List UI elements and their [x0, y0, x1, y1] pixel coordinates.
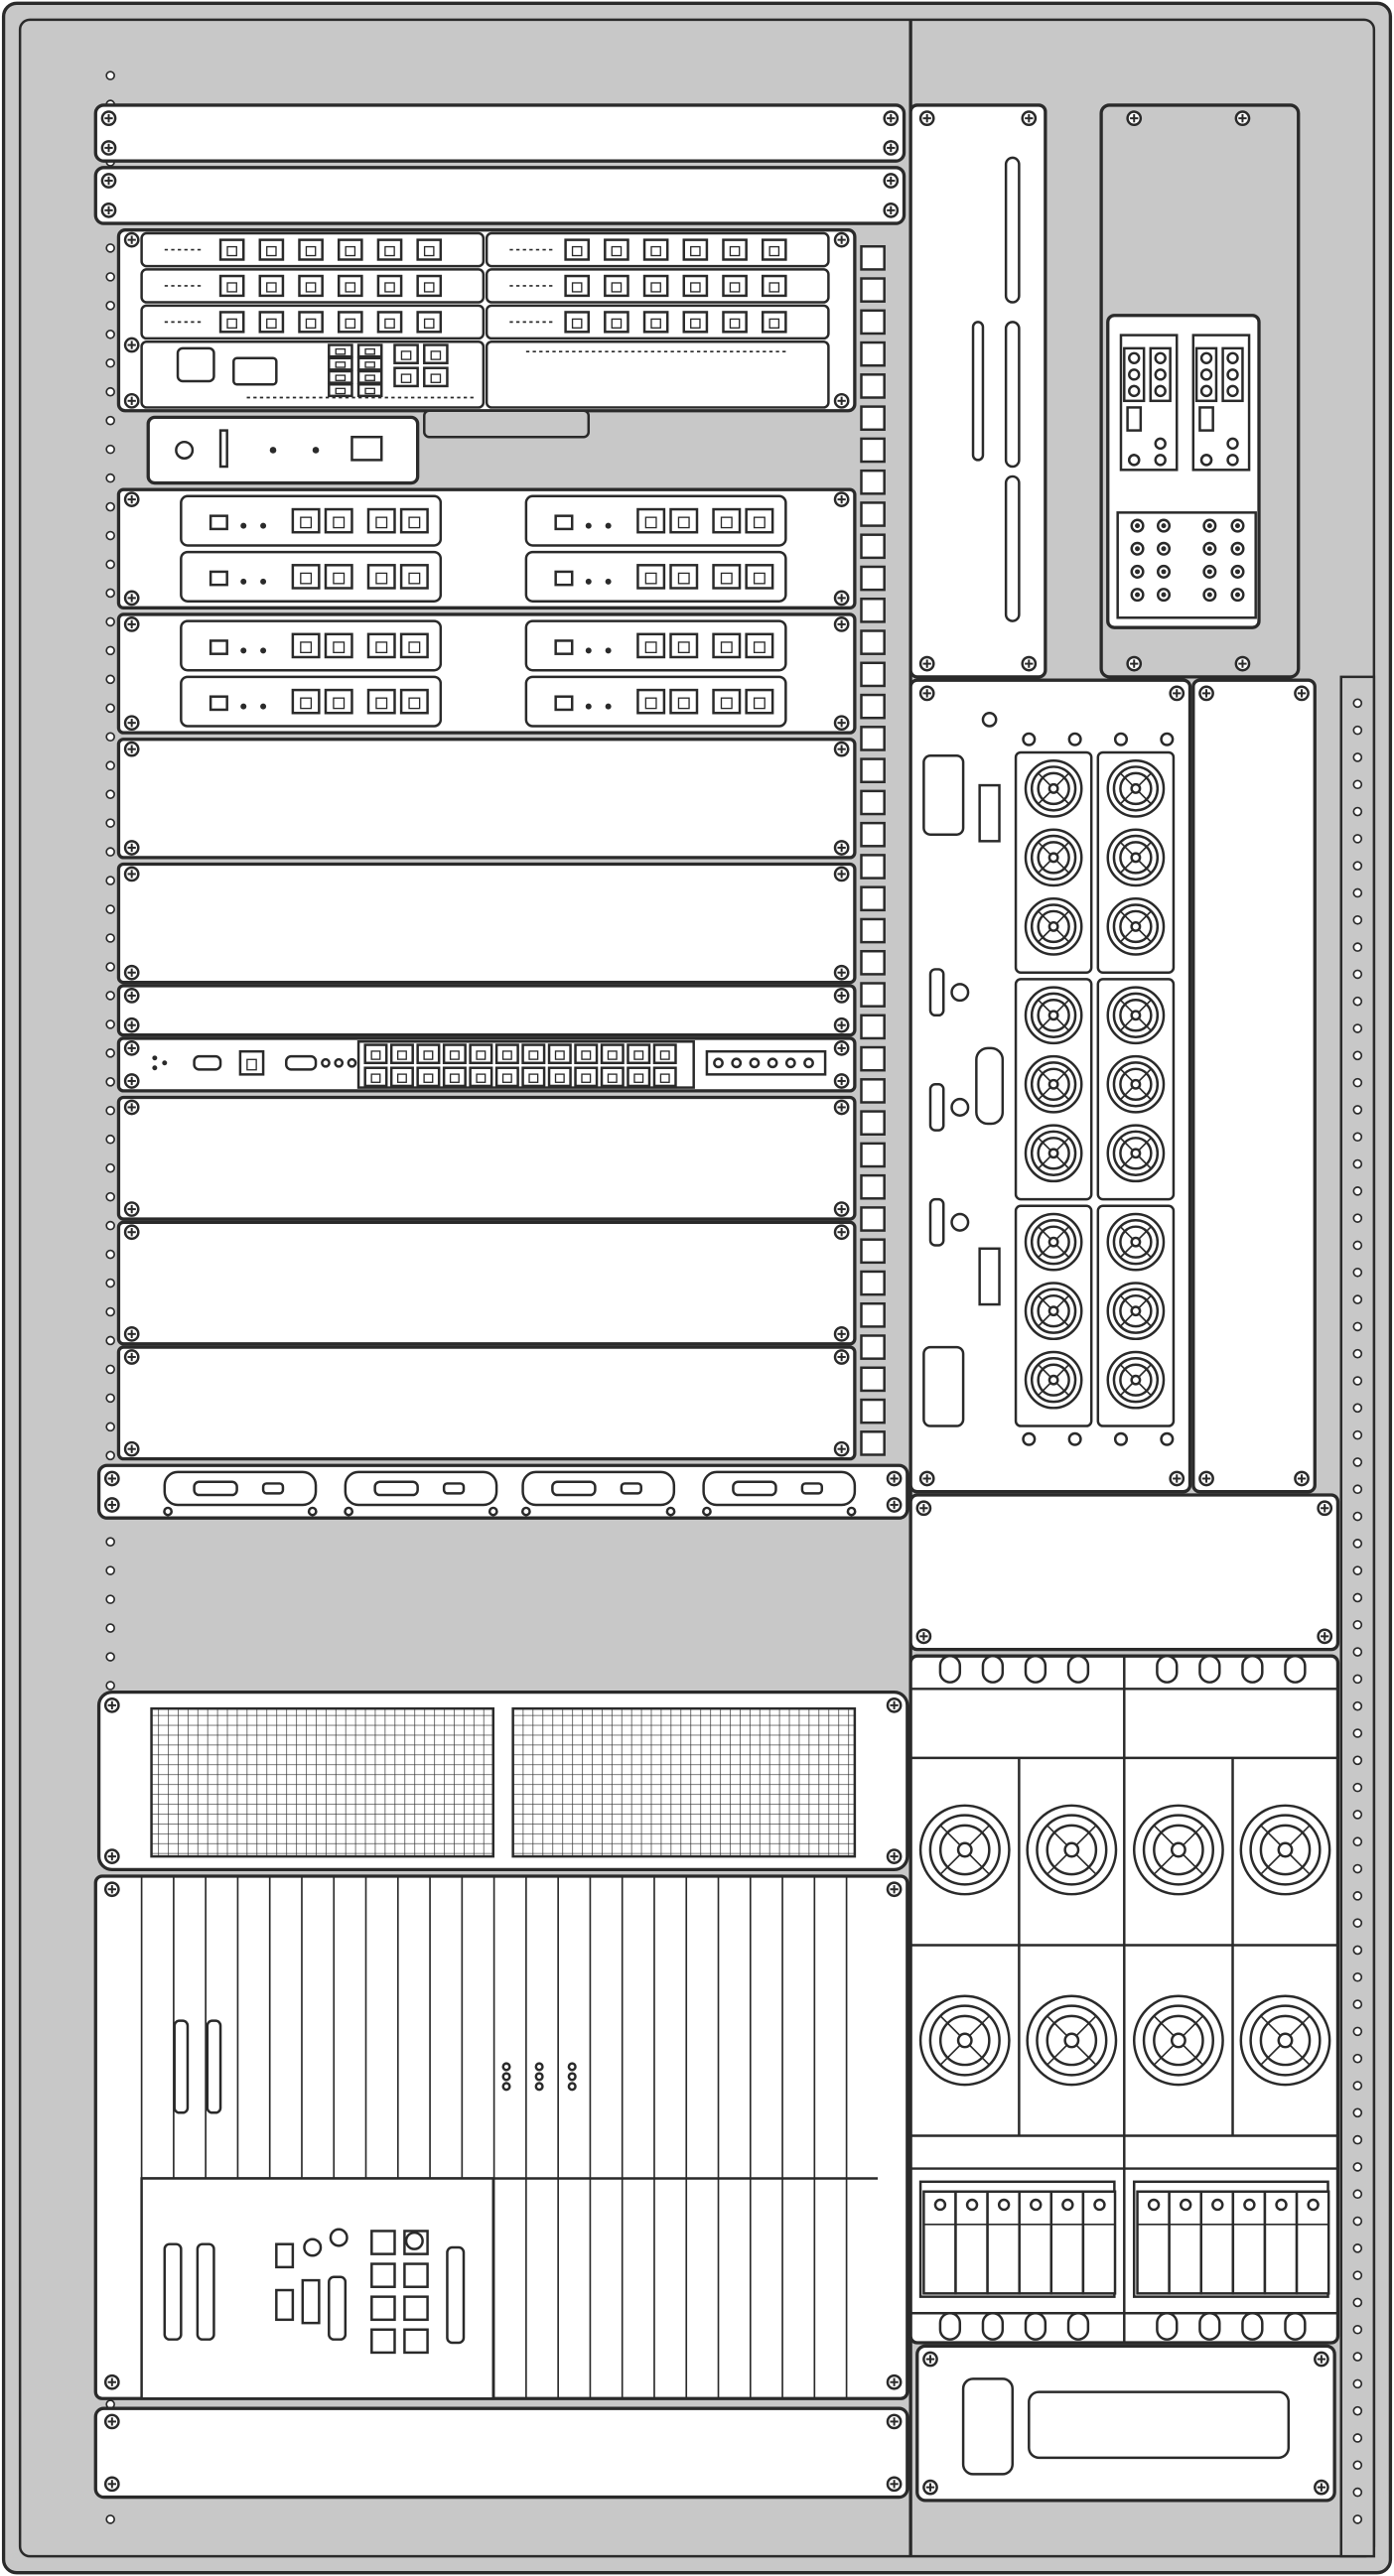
media-converter-shelf-2	[116, 612, 857, 735]
fan-tray	[908, 1654, 1340, 2345]
blank-panel-4	[116, 862, 857, 985]
blank-panel-right	[908, 1493, 1340, 1652]
blank-vertical-panel	[1191, 678, 1317, 1494]
mounting-screws	[100, 110, 1333, 2496]
network-switch	[116, 1036, 857, 1093]
vented-cover	[908, 103, 1047, 679]
media-converter-shelf-1	[116, 487, 857, 610]
terminal-block-enclosure	[1099, 103, 1301, 679]
blank-panel-1	[93, 103, 906, 163]
vertical-patch-column	[860, 245, 886, 1456]
outlet-strip	[915, 2344, 1336, 2503]
line-card-chassis	[116, 228, 857, 413]
blank-panel-8	[116, 1345, 857, 1461]
ventilation-unit	[96, 1690, 909, 1872]
power-distribution-unit	[908, 678, 1192, 1494]
blank-panel-5	[116, 984, 857, 1037]
right-rail-holes	[1352, 698, 1363, 2524]
right-rack-rail	[1339, 675, 1376, 2558]
blank-panel-bottom	[93, 2406, 909, 2500]
cable-manager-bracket	[423, 409, 591, 439]
blank-panel-2	[93, 166, 906, 225]
blank-panel-7	[116, 1220, 857, 1346]
small-appliance	[146, 415, 420, 485]
blank-panel-3	[116, 738, 857, 860]
card-cage	[93, 1874, 909, 2400]
blank-panel-6	[116, 1095, 857, 1221]
connector-panel	[96, 1463, 909, 1520]
